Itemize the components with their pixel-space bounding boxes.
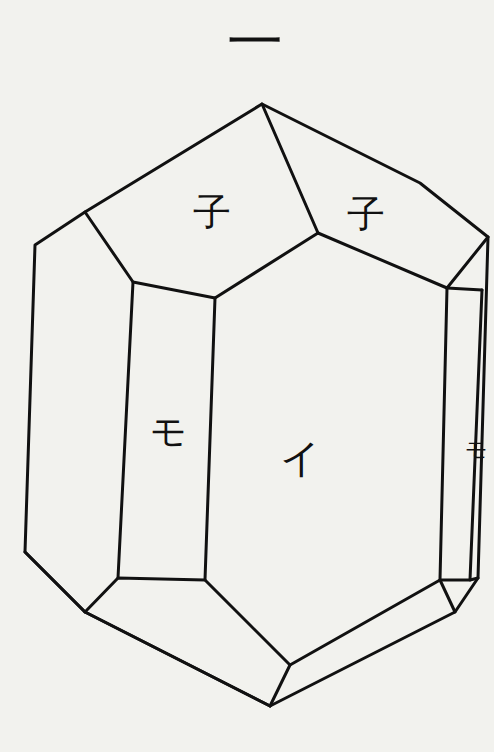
face-edge — [440, 580, 455, 612]
face-edge — [85, 612, 270, 706]
face-label: 子 — [193, 193, 231, 231]
face-edge — [270, 665, 290, 706]
face-label: 子 — [347, 195, 385, 233]
face-edge — [85, 212, 488, 298]
face-edge — [447, 288, 482, 290]
crystal-outline — [25, 104, 488, 706]
face-edge — [25, 552, 478, 665]
face-edge — [262, 104, 318, 233]
face-edge — [470, 290, 482, 580]
face-edge — [118, 282, 133, 578]
face-label: イ — [280, 438, 321, 478]
face-edge — [440, 288, 447, 580]
face-label: モ — [150, 414, 187, 450]
figure-number: 一 — [227, 14, 283, 70]
face-edge — [205, 298, 215, 580]
face-label: モ — [465, 439, 488, 461]
